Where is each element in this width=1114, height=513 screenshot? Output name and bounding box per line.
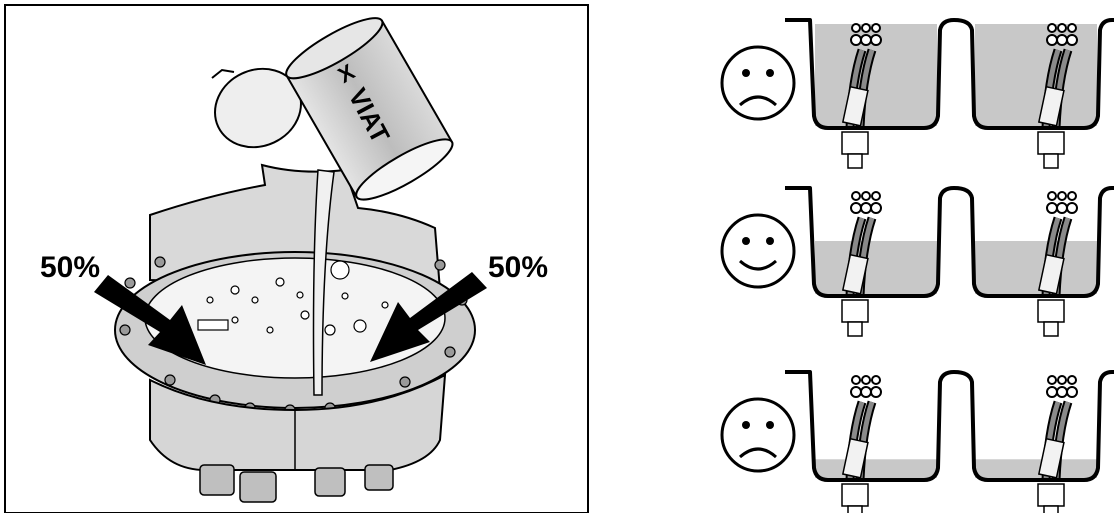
fill-row	[720, 186, 1114, 337]
terminal-screw	[1066, 202, 1078, 214]
fill-row	[720, 18, 1114, 169]
terminal-screw	[851, 191, 861, 201]
compound-fill	[815, 241, 937, 294]
compound-fill	[975, 24, 1097, 126]
terminal-screw	[860, 34, 872, 46]
cable-gland-nut	[1043, 153, 1059, 169]
smiley-face-icon	[720, 213, 796, 289]
can-lid-icon	[211, 67, 302, 149]
face-outline	[720, 397, 796, 473]
fill-level-comparison	[720, 18, 1114, 513]
cable-gland	[841, 299, 869, 323]
cable-gland-nut	[847, 321, 863, 337]
terminal-screw	[1066, 34, 1078, 46]
compound-stream	[312, 169, 335, 396]
cable-gland	[1037, 299, 1065, 323]
terminal-screw	[870, 386, 882, 398]
basin-chamber	[815, 191, 937, 337]
face-mouth	[739, 447, 777, 459]
terminal-screw	[850, 34, 862, 46]
terminal-screw	[871, 191, 881, 201]
basin-chamber	[815, 23, 937, 169]
face-mouth	[739, 95, 777, 107]
potting-illustration-panel: VIAT X 50% 50%	[4, 4, 589, 513]
compound-fill	[975, 459, 1097, 478]
cable-sleeve	[1037, 437, 1065, 479]
basin-chamber	[975, 375, 1097, 513]
terminal-screw	[1057, 23, 1067, 33]
face-eye	[742, 421, 750, 429]
sad-face-icon	[720, 45, 796, 121]
terminal-screw	[860, 202, 872, 214]
terminal-screw	[1056, 34, 1068, 46]
basin-chamber	[975, 23, 1097, 169]
terminal-screw	[871, 23, 881, 33]
cable-sleeve	[1037, 253, 1065, 295]
terminal-screw	[851, 375, 861, 385]
right-percentage-label: 50%	[488, 251, 548, 284]
terminal-screw	[1047, 375, 1057, 385]
face-outline	[720, 213, 796, 289]
terminal-screw	[1067, 191, 1077, 201]
terminal-screw	[1057, 191, 1067, 201]
terminal-screw	[1066, 386, 1078, 398]
basin-chamber	[975, 191, 1097, 337]
terminal-screw	[1056, 386, 1068, 398]
terminal-screw	[1046, 202, 1058, 214]
terminal-screw	[1067, 23, 1077, 33]
terminal-screw	[1067, 375, 1077, 385]
compound-fill	[975, 241, 1097, 294]
left-fill-arrow-icon	[94, 275, 206, 365]
sad-face-icon	[720, 397, 796, 473]
terminal-screw	[860, 386, 872, 398]
cable-gland-nut	[1043, 505, 1059, 513]
terminal-screw	[850, 202, 862, 214]
cable-sleeve	[841, 85, 869, 127]
face-eye	[766, 421, 774, 429]
right-fill-arrow-icon	[370, 272, 487, 362]
cable-sleeve	[1037, 85, 1065, 127]
terminal-screw	[1057, 375, 1067, 385]
compound-fill	[815, 459, 937, 478]
face-eye	[742, 69, 750, 77]
terminal-screw	[870, 202, 882, 214]
housing-cross-section	[785, 370, 1114, 482]
housing-cross-section	[785, 18, 1114, 130]
cable-gland	[1037, 483, 1065, 507]
terminal-screw	[1046, 386, 1058, 398]
left-percentage-label: 50%	[40, 251, 100, 284]
face-eye	[742, 237, 750, 245]
face-eye	[766, 237, 774, 245]
terminal-screw	[861, 23, 871, 33]
housing-cross-section	[785, 186, 1114, 298]
terminal-screw	[871, 375, 881, 385]
face-mouth	[739, 259, 777, 271]
face-outline	[720, 45, 796, 121]
terminal-screw	[1046, 34, 1058, 46]
basin-chamber	[815, 375, 937, 513]
terminal-screw	[851, 23, 861, 33]
cable-gland-nut	[847, 505, 863, 513]
terminal-screw	[850, 386, 862, 398]
face-eye	[766, 69, 774, 77]
cable-sleeve	[841, 437, 869, 479]
cable-sleeve	[841, 253, 869, 295]
compound-can-icon	[285, 17, 454, 201]
terminal-screw	[1047, 23, 1057, 33]
cable-gland	[1037, 131, 1065, 155]
cable-gland-nut	[1043, 321, 1059, 337]
cable-glands	[199, 464, 394, 503]
cable-gland	[841, 131, 869, 155]
terminal-screw	[1047, 191, 1057, 201]
housing-lower-body	[149, 373, 447, 471]
fill-row	[720, 370, 1114, 513]
cable-gland	[841, 483, 869, 507]
cable-gland-nut	[847, 153, 863, 169]
terminal-screw	[861, 191, 871, 201]
terminal-screw	[1056, 202, 1068, 214]
terminal-screw	[861, 375, 871, 385]
terminal-screw	[870, 34, 882, 46]
